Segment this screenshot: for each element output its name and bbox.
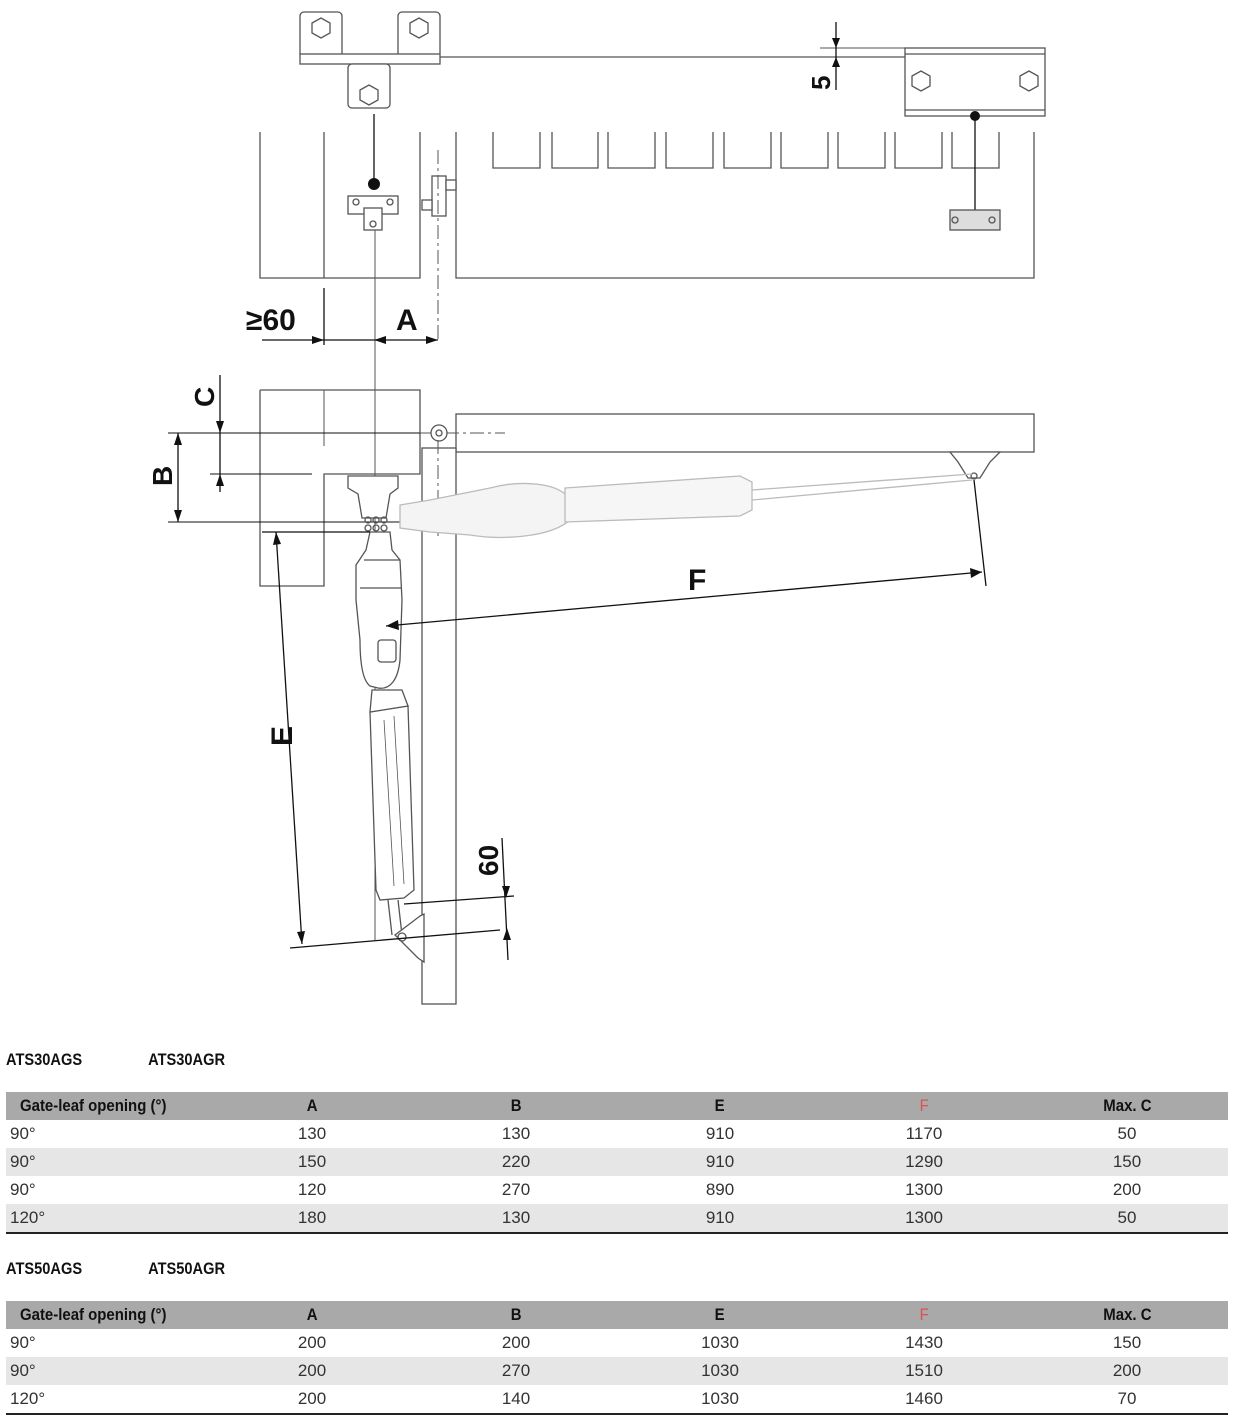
table-cell: 200 (210, 1357, 414, 1385)
table-row: 120° 180 130 910 1300 50 (6, 1204, 1228, 1234)
table-cell: 150 (1112, 1333, 1142, 1352)
model-row-1: ATS30AGS ATS30AGR (6, 1050, 225, 1070)
table-cell: 50 (1026, 1204, 1228, 1234)
col-header: A (210, 1092, 414, 1120)
table-cell: 90° (10, 1124, 36, 1143)
table-cell: 890 (705, 1180, 735, 1199)
table-cell: 1430 (905, 1333, 943, 1352)
top-pillar (259, 132, 421, 279)
model-row-2: ATS50AGS ATS50AGR (6, 1259, 225, 1279)
lower-pillar (259, 389, 421, 587)
table-cell: 90° (10, 1333, 36, 1352)
spec-table-2: Gate-leaf opening (°) A B E F Max. C 90°… (6, 1301, 1228, 1415)
top-gate (455, 132, 1035, 279)
table-cell: 1300 (905, 1180, 943, 1199)
label-a: A (396, 304, 418, 337)
top-right-plate (904, 47, 1046, 117)
col-header: F (822, 1301, 1026, 1329)
col-header: Gate-leaf opening (°) (6, 1301, 210, 1329)
table-cell: 90° (10, 1180, 36, 1199)
right-small-bracket (949, 209, 1001, 231)
label-f: F (688, 564, 706, 597)
table-cell: 910 (705, 1124, 735, 1143)
table-cell: 200 (210, 1385, 414, 1415)
table-cell: 910 (618, 1204, 822, 1234)
table-cell: 70 (1026, 1385, 1228, 1415)
table-cell: 150 (1026, 1148, 1228, 1176)
operator-open (355, 531, 425, 964)
model-name: ATS30AGR (148, 1050, 226, 1069)
table-cell: 200 (1112, 1180, 1142, 1199)
dimension-e (262, 531, 501, 949)
table-cell: 150 (210, 1148, 414, 1176)
table-cell: 50 (1117, 1124, 1137, 1143)
table-cell: 1030 (618, 1385, 822, 1415)
model-name: ATS50AGR (148, 1259, 226, 1278)
top-small-bracket (347, 195, 399, 231)
table-cell: 1290 (822, 1148, 1026, 1176)
label-gte60: ≥60 (246, 304, 296, 337)
table-header-row: Gate-leaf opening (°) A B E F Max. C (6, 1092, 1228, 1120)
spec-table-1: Gate-leaf opening (°) A B E F Max. C 90°… (6, 1092, 1228, 1234)
col-header: F (822, 1092, 1026, 1120)
table-row: 90° 130 130 910 1170 50 (6, 1120, 1228, 1148)
model-name: ATS50AGS (6, 1259, 83, 1278)
col-header: E (618, 1301, 822, 1329)
table-cell: 1030 (701, 1333, 739, 1352)
table-cell: 1510 (822, 1357, 1026, 1385)
table-row: 90° 200 270 1030 1510 200 (6, 1357, 1228, 1385)
table-row: 90° 200 200 1030 1430 150 (6, 1329, 1228, 1357)
label-c: C (189, 387, 220, 407)
col-header: Max. C (1026, 1301, 1228, 1329)
dimension-a (262, 288, 438, 345)
table-cell: 130 (297, 1124, 327, 1143)
operator-closed-ghost (399, 473, 973, 538)
table-cell: 270 (414, 1357, 618, 1385)
table-cell: 1300 (822, 1204, 1026, 1234)
dimension-5 (832, 22, 840, 90)
table-cell: 90° (6, 1148, 210, 1176)
table-cell: 140 (414, 1385, 618, 1415)
gate-leaf-open (421, 440, 457, 1005)
dimension-f (385, 479, 987, 630)
table-row: 120° 200 140 1030 1460 70 (6, 1385, 1228, 1415)
col-header: Gate-leaf opening (°) (6, 1092, 210, 1120)
table-header-row: Gate-leaf opening (°) A B E F Max. C (6, 1301, 1228, 1329)
table-cell: 1460 (822, 1385, 1026, 1415)
dimension-c-b (168, 375, 420, 523)
col-header: B (414, 1092, 618, 1120)
top-bracket (299, 11, 441, 109)
col-header: Max. C (1026, 1092, 1228, 1120)
table-cell: 120° (6, 1385, 210, 1415)
installation-drawing: 5 ≥60 (147, 11, 1046, 1005)
table-row: 90° 150 220 910 1290 150 (6, 1148, 1228, 1176)
table-cell: 200 (1026, 1357, 1228, 1385)
label-e: E (266, 726, 299, 746)
table-cell: 130 (501, 1124, 531, 1143)
col-header: E (618, 1092, 822, 1120)
table-cell: 130 (414, 1204, 618, 1234)
col-header: A (210, 1301, 414, 1329)
pillar-bracket (347, 475, 399, 532)
table-cell: 180 (210, 1204, 414, 1234)
table-cell: 90° (6, 1357, 210, 1385)
label-5: 5 (806, 76, 836, 90)
table-cell: 200 (501, 1333, 531, 1352)
model-name: ATS30AGS (6, 1050, 83, 1069)
label-b: B (147, 466, 178, 486)
col-header: B (414, 1301, 618, 1329)
label-60: 60 (473, 845, 504, 876)
table-cell: 1030 (618, 1357, 822, 1385)
dimension-60 (403, 837, 515, 961)
table-row: 90° 120 270 890 1300 200 (6, 1176, 1228, 1204)
gate-leaf-closed (420, 413, 1035, 480)
top-hinge (421, 175, 457, 217)
table-cell: 120 (297, 1180, 327, 1199)
table-cell: 220 (414, 1148, 618, 1176)
table-cell: 910 (618, 1148, 822, 1176)
table-cell: 1170 (905, 1124, 943, 1143)
table-cell: 200 (297, 1333, 327, 1352)
table-cell: 270 (501, 1180, 531, 1199)
table-cell: 120° (6, 1204, 210, 1234)
